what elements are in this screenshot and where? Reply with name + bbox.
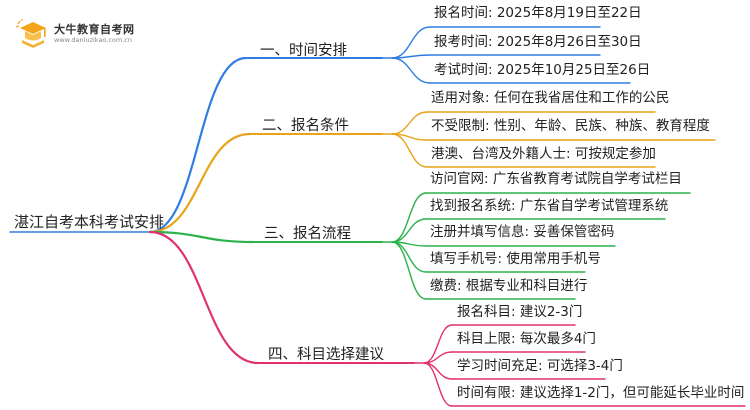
root-topic: 湛江自考本科考试安排 [14, 213, 165, 231]
leaf-eligibility-1: 适用对象: 任何在我省居住和工作的公民 [431, 90, 670, 106]
leaf-subject-4: 时间有限: 建议选择1-2门，但可能延长毕业时间 [457, 385, 745, 401]
leaf-process-5: 缴费: 根据专业和科目进行 [430, 278, 588, 294]
leaf-time-1: 报名时间: 2025年8月19日至22日 [434, 5, 642, 21]
leaf-connector-2-1 [391, 111, 428, 135]
branch-connector-1 [148, 56, 248, 234]
leaf-connector-1-3 [391, 57, 431, 84]
leaf-connector-3-1 [391, 192, 427, 243]
leaf-subject-2: 科目上限: 每次最多4门 [457, 331, 596, 347]
graduation-book-icon [16, 19, 46, 48]
logo-title: 大牛教育自考网 [54, 23, 135, 36]
branch-connector-4 [148, 230, 260, 365]
leaf-time-3: 考试时间: 2025年10月25日至26日 [434, 62, 651, 78]
leaf-subject-1: 报名科目: 建议2-3门 [457, 304, 583, 320]
branch-connector-2 [148, 132, 252, 234]
logo-url: www.daniuzikao.com.cn [54, 36, 132, 44]
leaf-eligibility-3: 港澳、台湾及外籍人士: 可按规定参加 [431, 146, 656, 162]
leaf-process-1: 访问官网: 广东省教育考试院自学考试栏目 [430, 171, 682, 187]
leaf-connector-2-3 [391, 133, 428, 168]
leaf-time-2: 报考时间: 2025年8月26日至30日 [434, 34, 642, 50]
branch-subject-selection: 四、科目选择建议 [268, 347, 384, 363]
leaf-connector-4-1 [423, 324, 453, 364]
branch-registration-process: 三、报名流程 [264, 226, 351, 242]
leaf-process-4: 填写手机号: 使用常用手机号 [430, 251, 601, 267]
leaf-process-2: 找到报名系统: 广东省自学考试管理系统 [430, 198, 669, 214]
leaf-process-3: 注册并填写信息: 妥善保管密码 [430, 224, 615, 240]
site-logo: 大牛教育自考网 www.daniuzikao.com.cn [16, 18, 136, 50]
branch-time-schedule: 一、时间安排 [260, 43, 347, 59]
leaf-connector-3-5 [391, 241, 427, 300]
leaf-eligibility-2: 不受限制: 性别、年龄、民族、种族、教育程度 [431, 118, 710, 134]
branch-connector-3 [148, 230, 255, 244]
leaf-connector-3-2 [391, 218, 427, 243]
leaf-subject-3: 学习时间充足: 可选择3-4门 [457, 358, 623, 374]
leaf-connector-4-4 [423, 362, 453, 407]
leaf-connector-1-1 [391, 26, 431, 59]
branch-eligibility: 二、报名条件 [262, 118, 349, 134]
